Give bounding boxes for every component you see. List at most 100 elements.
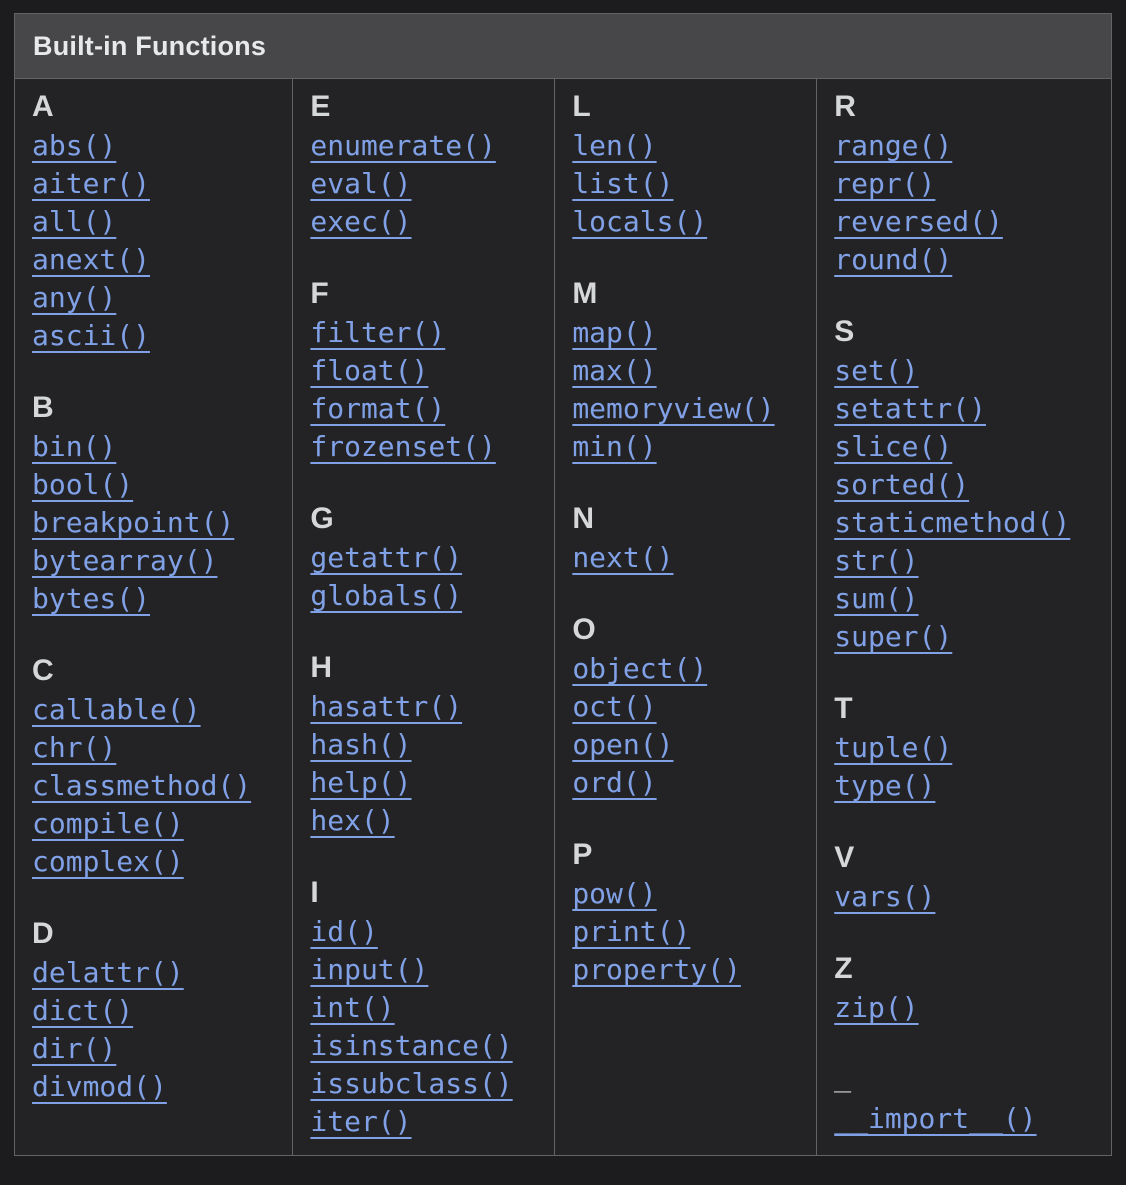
function-link[interactable]: oct() [572,690,657,723]
function-link[interactable]: format() [310,392,446,425]
function-link[interactable]: map() [572,316,657,349]
function-link[interactable]: memoryview() [572,392,775,425]
function-link[interactable]: globals() [310,579,463,612]
section-letter: A [32,90,54,123]
function-link[interactable]: type() [834,769,936,802]
function-link[interactable]: all() [32,205,117,238]
function-link[interactable]: float() [310,354,429,387]
function-link[interactable]: print() [572,915,691,948]
function-link[interactable]: delattr() [32,956,184,989]
function-link[interactable]: sorted() [834,468,970,501]
function-link[interactable]: breakpoint() [32,506,235,539]
function-link[interactable]: abs() [32,129,117,162]
function-link[interactable]: len() [572,129,657,162]
function-link[interactable]: exec() [310,205,412,238]
function-link[interactable]: setattr() [834,392,986,425]
function-link[interactable]: pow() [572,877,657,910]
function-link[interactable]: super() [834,620,953,653]
function-link[interactable]: classmethod() [32,769,252,802]
function-link[interactable]: input() [310,953,429,986]
function-link[interactable]: callable() [32,693,201,726]
function-link[interactable]: ord() [572,766,657,799]
function-link[interactable]: hash() [310,728,412,761]
function-link[interactable]: reversed() [834,205,1003,238]
function-link[interactable]: any() [32,281,117,314]
function-link[interactable]: compile() [32,807,184,840]
function-link[interactable]: complex() [32,845,184,878]
function-link[interactable]: staticmethod() [834,506,1071,539]
function-link[interactable]: hex() [310,804,395,837]
function-link[interactable]: bytes() [32,582,151,615]
function-link[interactable]: filter() [310,316,446,349]
section-letter: P [572,838,593,871]
function-link[interactable]: object() [572,652,708,685]
function-link[interactable]: bool() [32,468,134,501]
function-link[interactable]: list() [572,167,674,200]
function-link[interactable]: sum() [834,582,919,615]
function-link[interactable]: anext() [32,243,151,276]
section-letter: V [834,841,855,874]
function-link[interactable]: divmod() [32,1070,167,1103]
function-link[interactable]: getattr() [310,541,463,574]
function-link[interactable]: int() [310,991,395,1024]
function-link[interactable]: slice() [834,430,953,463]
page-title: Built-in Functions [33,31,267,61]
function-link[interactable]: round() [834,243,953,276]
function-link[interactable]: eval() [310,167,412,200]
function-link[interactable]: next() [572,541,674,574]
section-letter: T [834,692,853,725]
function-link[interactable]: issubclass() [310,1067,513,1100]
function-link[interactable]: open() [572,728,674,761]
function-link[interactable]: repr() [834,167,936,200]
function-link[interactable]: ascii() [32,319,151,352]
function-link[interactable]: vars() [834,880,936,913]
function-link[interactable]: set() [834,354,919,387]
function-link[interactable]: dict() [32,994,134,1027]
function-link[interactable]: enumerate() [310,129,496,162]
function-link[interactable]: property() [572,953,741,986]
section-letter: M [572,277,598,310]
section-letter: H [310,651,333,684]
function-link[interactable]: aiter() [32,167,151,200]
function-link[interactable]: tuple() [834,731,953,764]
function-link[interactable]: str() [834,544,919,577]
function-link[interactable]: zip() [834,991,919,1024]
function-link[interactable]: frozenset() [310,430,496,463]
section-letter: _ [834,1063,851,1096]
function-link[interactable]: hasattr() [310,690,463,723]
function-link[interactable]: iter() [310,1105,412,1138]
section-_: _ __import__() [834,1060,1095,1138]
function-link[interactable]: bin() [32,430,117,463]
function-link[interactable]: range() [834,129,953,162]
section-letter: G [310,502,334,535]
function-link[interactable]: chr() [32,731,117,764]
section-letter: F [310,277,329,310]
function-link[interactable]: min() [572,430,657,463]
function-link[interactable]: locals() [572,205,708,238]
section-letter: S [834,315,855,348]
function-link[interactable]: dir() [32,1032,117,1065]
section-letter: O [572,613,596,646]
function-link[interactable]: id() [310,915,378,948]
function-link[interactable]: __import__() [834,1102,1037,1135]
function-link[interactable]: bytearray() [32,544,218,577]
function-link[interactable]: isinstance() [310,1029,513,1062]
function-link[interactable]: help() [310,766,412,799]
function-link[interactable]: max() [572,354,657,387]
